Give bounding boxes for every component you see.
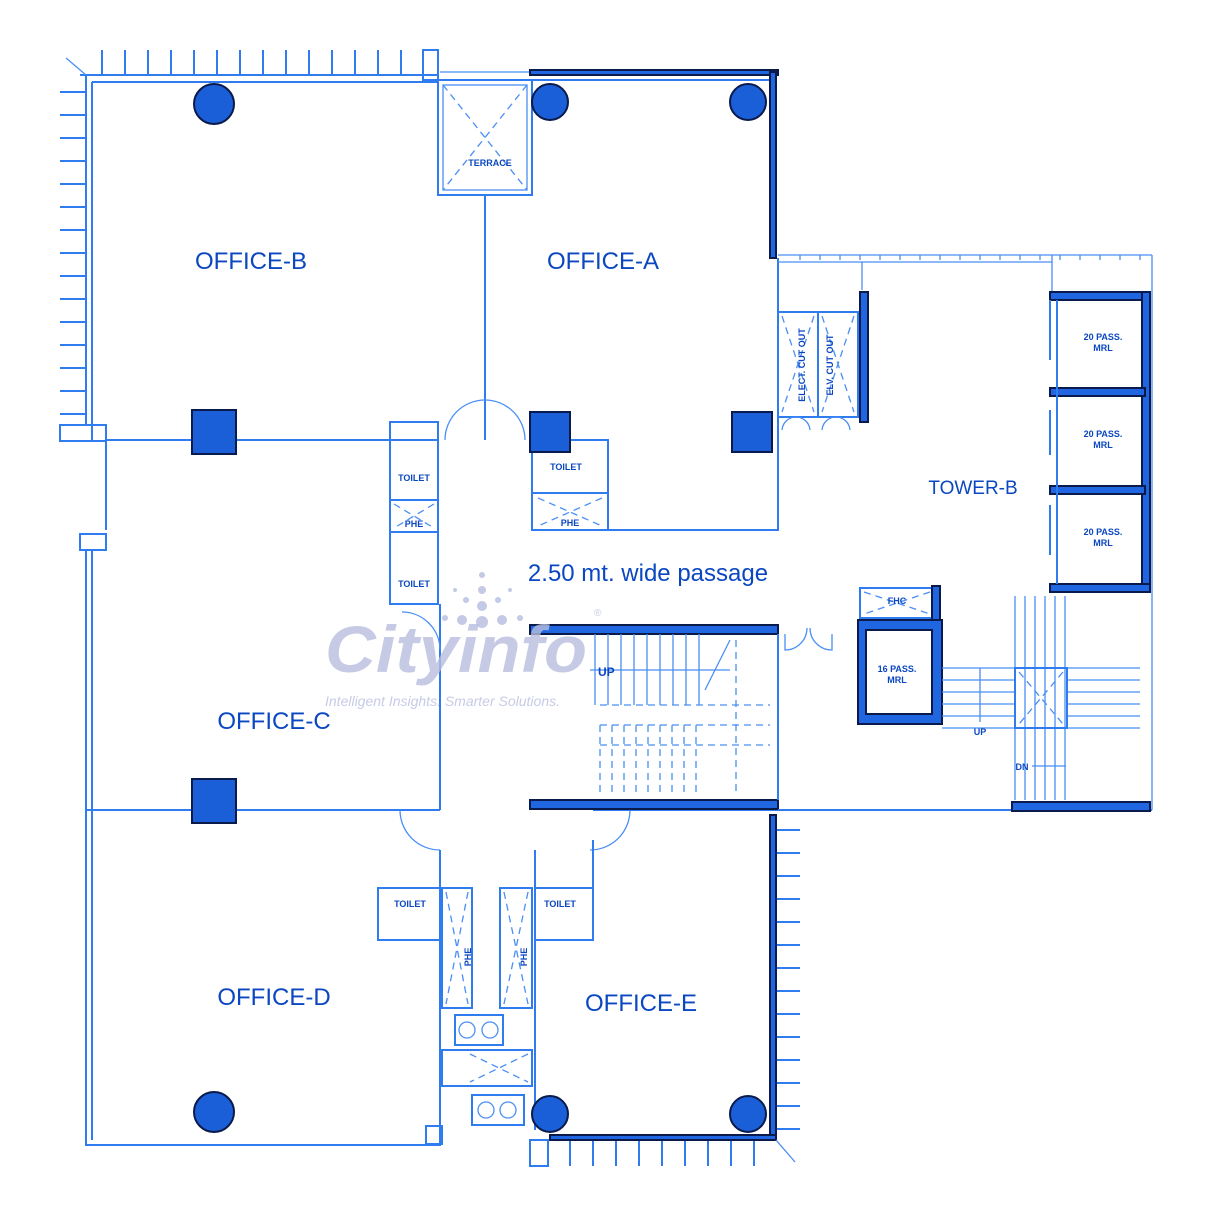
svg-text:20 PASS.: 20 PASS. (1084, 527, 1123, 537)
core-south: TOILET TOILET PHE PHE (377, 850, 594, 1130)
svg-text:20 PASS.: 20 PASS. (1084, 429, 1123, 439)
watermark-brand: Cityinfo (325, 612, 587, 686)
phe-label: PHE (561, 518, 580, 528)
watermark-dot (442, 615, 448, 621)
lift-20-pass: 20 PASS.MRL (1084, 527, 1123, 548)
watermark-dot (479, 572, 485, 578)
toilet-label: TOILET (544, 899, 576, 909)
svg-text:MRL: MRL (1093, 440, 1113, 450)
lift-16-label-2: MRL (887, 675, 907, 685)
terrace-label: TERRACE (468, 158, 512, 168)
up-label: UP (598, 665, 615, 679)
office-c-d-walls (79, 440, 631, 1146)
watermark-dot (457, 615, 467, 625)
watermark-logo (442, 572, 523, 628)
watermark-dot (508, 588, 512, 592)
tower-b-label: TOWER-B (928, 478, 1017, 499)
office-a-walls: TOILET PHE (444, 69, 779, 531)
office-b-label: OFFICE-B (195, 248, 307, 275)
svg-text:MRL: MRL (1093, 343, 1113, 353)
lift-20-pass: 20 PASS.MRL (1084, 429, 1123, 450)
passage-label: 2.50 mt. wide passage (528, 560, 768, 587)
toilet-label: TOILET (398, 473, 430, 483)
watermark-dot (517, 615, 523, 621)
office-b-walls (59, 49, 439, 442)
phe-label: PHE (463, 948, 473, 967)
watermark-dot (463, 597, 469, 603)
stair-line (590, 639, 731, 691)
watermark-dot (453, 588, 457, 592)
toilet-label: TOILET (398, 579, 430, 589)
phe-label: PHE (519, 948, 529, 967)
elect-cut-out-label: ELECT. CUT OUT (797, 328, 807, 402)
office-e-label: OFFICE-E (585, 990, 697, 1017)
watermark-tagline: Intelligent Insights. Smarter Solutions. (325, 693, 560, 709)
office-d-label: OFFICE-D (217, 984, 330, 1011)
toilets-west: TOILET PHE TOILET (389, 421, 441, 810)
tower-b-walls: ELECT. CUT OUT ELV. CUT OUT (777, 254, 1153, 812)
lift-20-pass: 20 PASS.MRL (1084, 332, 1123, 353)
watermark-dot (497, 615, 507, 625)
watermark-registered: ® (594, 608, 602, 619)
columns (191, 83, 773, 1133)
dn-label: DN (1016, 762, 1029, 772)
office-a-label: OFFICE-A (547, 248, 659, 275)
svg-text:20 PASS.: 20 PASS. (1084, 332, 1123, 342)
lift-bank: 20 PASS.MRL 20 PASS.MRL 20 PASS.MRL FHC … (857, 291, 1151, 725)
terrace: TERRACE (437, 71, 533, 440)
watermark-dot (478, 586, 486, 594)
elv-cut-out-label: ELV. CUT OUT (825, 334, 835, 396)
fhc-label: FHC (888, 596, 907, 606)
watermark-dot (476, 616, 488, 628)
office-c-label: OFFICE-C (217, 708, 330, 735)
watermark-dot (495, 597, 501, 603)
lift-16-label-1: 16 PASS. (878, 664, 917, 674)
up-label: UP (974, 727, 987, 737)
toilet-label: TOILET (394, 899, 426, 909)
central-stair: UP (529, 624, 833, 810)
svg-text:MRL: MRL (1093, 538, 1113, 548)
phe-label: PHE (405, 519, 424, 529)
toilet-label: TOILET (550, 462, 582, 472)
watermark-dot (477, 601, 487, 611)
facade-fins (60, 50, 1141, 1166)
east-stair: UP DN (942, 596, 1140, 800)
